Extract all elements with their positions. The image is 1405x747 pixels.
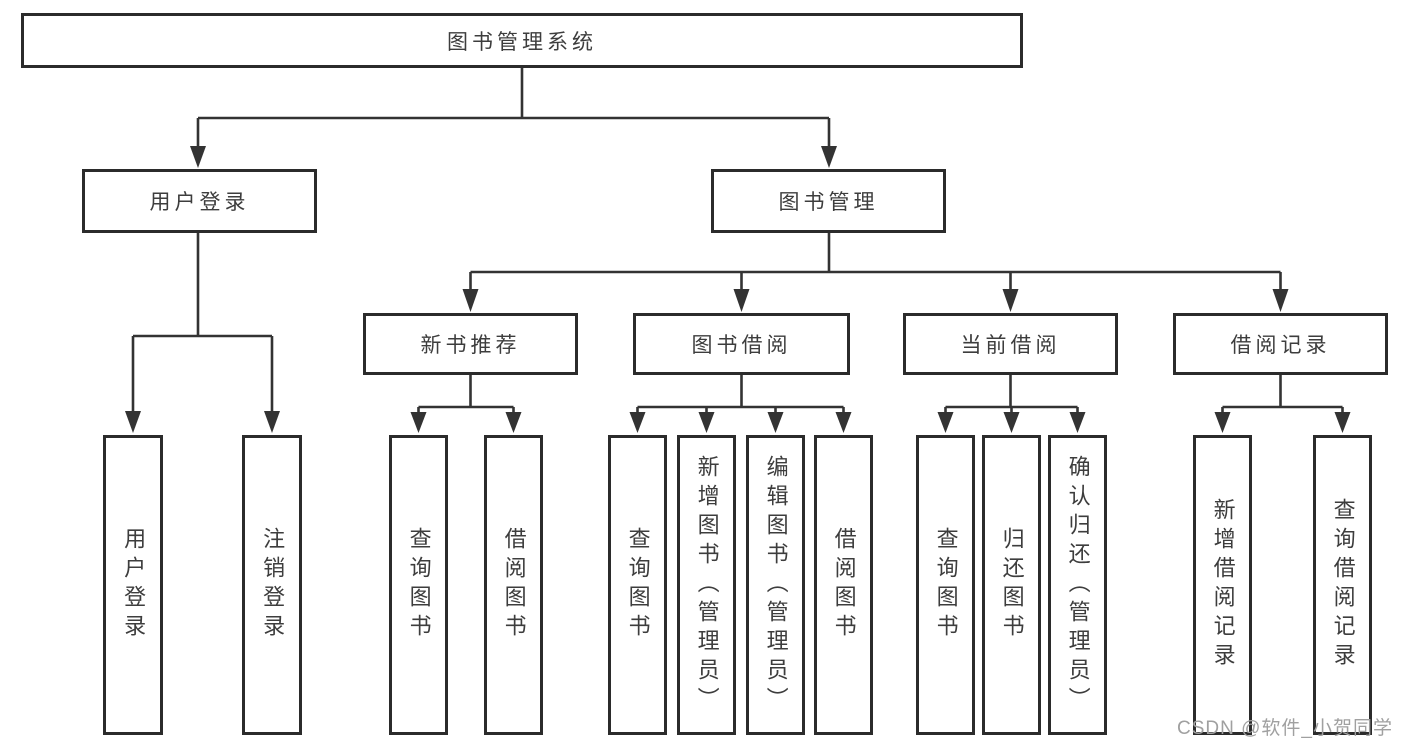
leaf-borrow-edit-books-admin-label: 编辑图书（管理员） <box>763 454 789 716</box>
leaf-current-query-books: 查询图书 <box>916 435 975 735</box>
leaf-records-add-record: 新增借阅记录 <box>1193 435 1252 735</box>
node-user-login: 用户登录 <box>82 169 317 233</box>
node-root: 图书管理系统 <box>21 13 1023 68</box>
watermark: CSDN @软件_小贺同学 <box>1177 718 1393 739</box>
leaf-logout-label: 注销登录 <box>260 527 286 643</box>
leaf-records-query-record: 查询借阅记录 <box>1313 435 1372 735</box>
leaf-current-query-books-label: 查询图书 <box>933 527 959 643</box>
leaf-logout: 注销登录 <box>242 435 302 735</box>
leaf-user-login: 用户登录 <box>103 435 163 735</box>
node-new-book-recommend: 新书推荐 <box>363 313 578 375</box>
leaf-borrow-query-books-label: 查询图书 <box>625 527 651 643</box>
leaf-recommend-borrow-books-label: 借阅图书 <box>501 527 527 643</box>
leaf-current-confirm-return-admin: 确认归还（管理员） <box>1048 435 1107 735</box>
leaf-borrow-borrow-books: 借阅图书 <box>814 435 873 735</box>
leaf-borrow-borrow-books-label: 借阅图书 <box>831 527 857 643</box>
leaf-borrow-add-books-admin: 新增图书（管理员） <box>677 435 736 735</box>
leaf-current-return-books: 归还图书 <box>982 435 1041 735</box>
leaf-recommend-borrow-books: 借阅图书 <box>484 435 543 735</box>
leaf-current-return-books-label: 归还图书 <box>999 527 1025 643</box>
node-book-borrow: 图书借阅 <box>633 313 850 375</box>
node-book-management: 图书管理 <box>711 169 946 233</box>
leaf-borrow-add-books-admin-label: 新增图书（管理员） <box>694 454 720 716</box>
node-current-borrow: 当前借阅 <box>903 313 1118 375</box>
arrowheads <box>125 146 1351 433</box>
leaf-borrow-query-books: 查询图书 <box>608 435 667 735</box>
leaf-recommend-query-books: 查询图书 <box>389 435 448 735</box>
leaf-user-login-label: 用户登录 <box>121 527 147 643</box>
leaf-current-confirm-return-admin-label: 确认归还（管理员） <box>1065 454 1091 716</box>
leaf-borrow-edit-books-admin: 编辑图书（管理员） <box>746 435 805 735</box>
leaf-recommend-query-books-label: 查询图书 <box>406 527 432 643</box>
node-borrow-records: 借阅记录 <box>1173 313 1388 375</box>
leaf-records-add-record-label: 新增借阅记录 <box>1210 498 1236 672</box>
leaf-records-query-record-label: 查询借阅记录 <box>1330 498 1356 672</box>
